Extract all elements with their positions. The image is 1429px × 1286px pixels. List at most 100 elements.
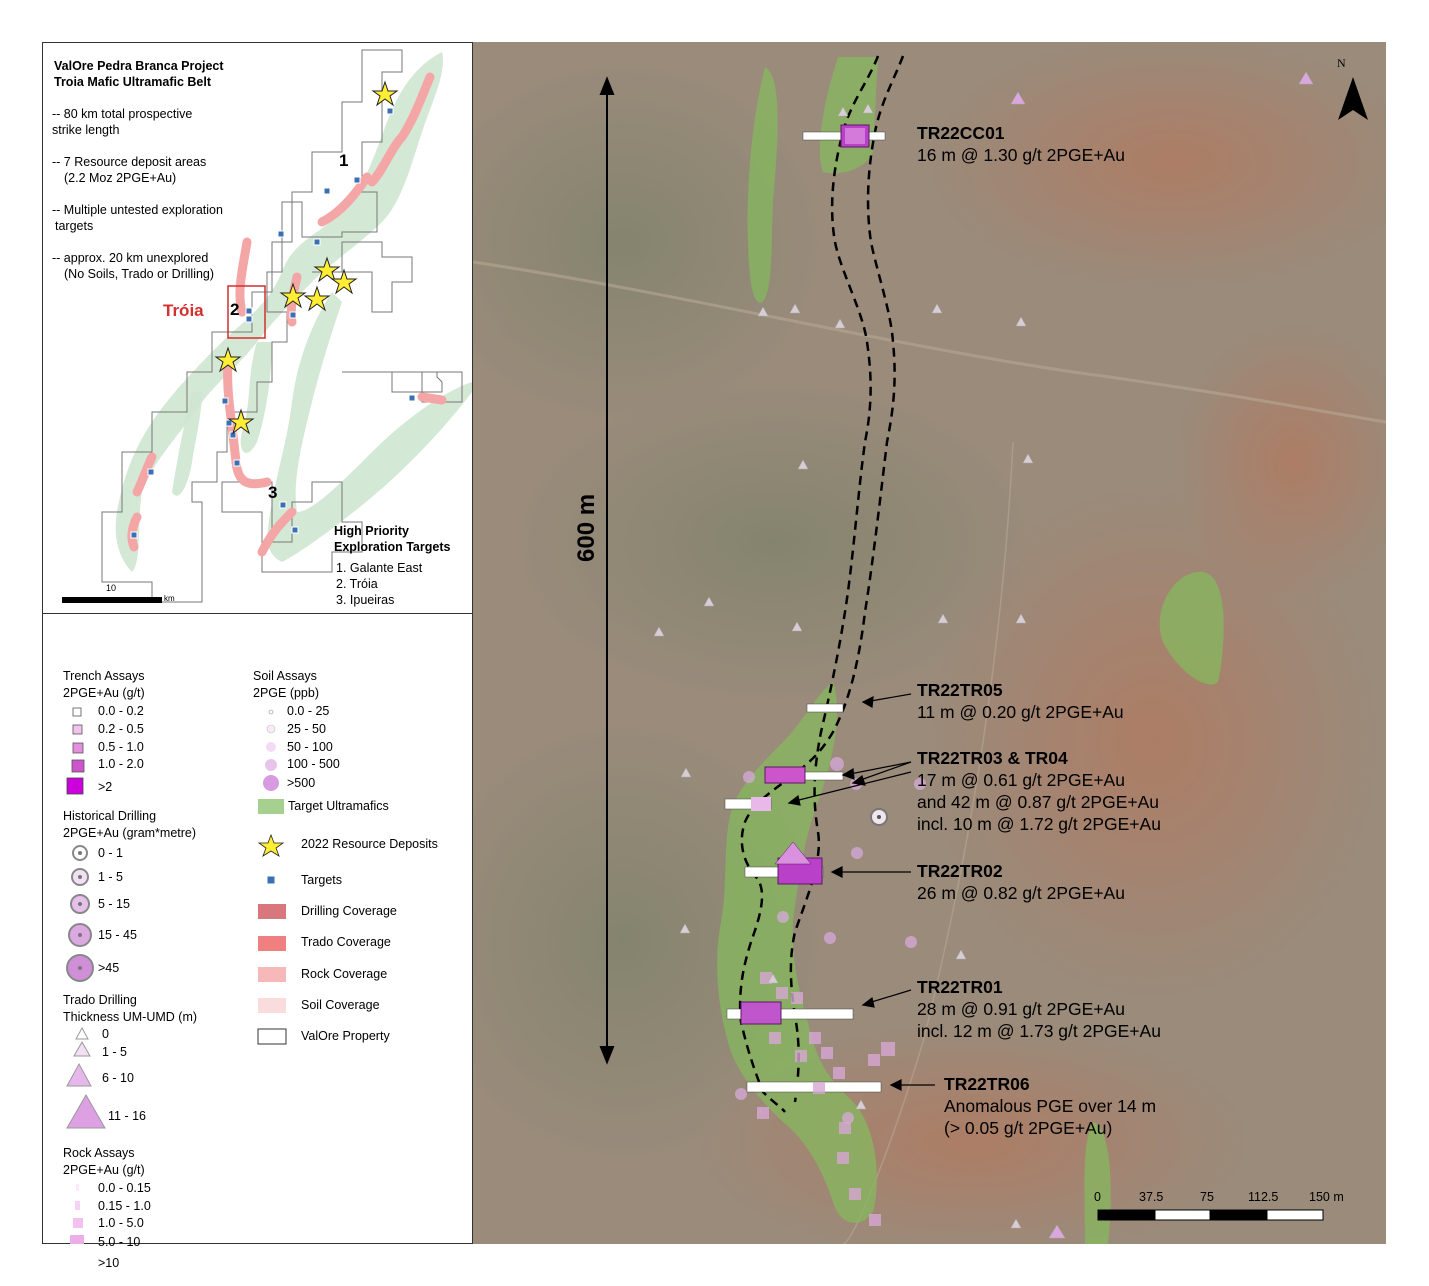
scale-tick: 0: [1094, 1190, 1101, 1204]
trench-label-tr22tr02: TR22TR02 26 m @ 0.82 g/t 2PGE+Au: [917, 861, 1125, 903]
drilling-legend-title: Historical Drilling 2PGE+Au (gram*metre): [63, 809, 197, 840]
trench-legend-title: Trench Assays 2PGE+Au (g/t): [63, 669, 145, 700]
trench-tr22tr04: [724, 797, 772, 811]
coverage-zone: [235, 237, 252, 317]
trench-label-tr22tr03-tr04: TR22TR03 & TR04 17 m @ 0.61 g/t 2PGE+Au …: [917, 748, 1161, 834]
terrain-patch: [473, 62, 823, 422]
coverage-zone: [417, 392, 447, 405]
drilling-legend-item: >45: [98, 961, 120, 975]
inset-bullets: -- 80 km total prospective strike length: [52, 107, 193, 137]
area-number-3: 3: [268, 483, 278, 502]
area-number-1: 1: [339, 151, 349, 170]
property-boundary: [312, 241, 413, 313]
inset-bullets: -- approx. 20 km unexplored (No Soils, T…: [52, 251, 215, 281]
rock-legend-item: >10: [98, 1256, 120, 1270]
rock-legend-item: 5.0 - 10: [98, 1235, 141, 1249]
property-boundary: [101, 49, 403, 603]
drilling-legend-item: 0 - 1: [98, 846, 124, 860]
legend: Trench Assays 2PGE+Au (g/t) 0.0 - 0.2 0.…: [42, 614, 472, 1270]
scale-tick: 75: [1200, 1190, 1214, 1204]
inset-title: ValOre Pedra Branca Project Troia Mafic …: [54, 59, 224, 89]
legend-rock-coverage: Rock Coverage: [301, 967, 388, 981]
trado-legend-title: Trado Drilling Thickness UM-UMD (m): [63, 993, 198, 1024]
priority-title: High Priority Exploration Targets: [334, 524, 451, 554]
rock-legend-item: 0.0 - 0.15: [98, 1181, 151, 1195]
scale-unit: km: [164, 594, 175, 603]
ultramafic-zone: [1159, 571, 1224, 685]
map-graphic: [473, 42, 1386, 1244]
legend-soil-coverage: Soil Coverage: [301, 998, 380, 1012]
trench-label-tr22cc01: TR22CC01 16 m @ 1.30 g/t 2PGE+Au: [917, 123, 1125, 165]
distance-arrow: [599, 76, 615, 1065]
belt-zone: [240, 342, 272, 453]
trado-legend-item: 0: [102, 1027, 109, 1041]
historical-drill-hole: [870, 808, 888, 826]
coverage-zone: [257, 507, 297, 557]
scale-tick: 37.5: [1139, 1190, 1164, 1204]
trench-legend-item: 0.2 - 0.5: [98, 722, 144, 736]
troia-highlight-box: [227, 285, 266, 339]
north-arrow-icon: [1338, 77, 1368, 120]
legend-target-ultramafics: Target Ultramafics: [288, 799, 389, 813]
terrain-patch: [1173, 322, 1386, 602]
soil-legend-item: 25 - 50: [287, 722, 326, 736]
drilling-legend-item: 15 - 45: [98, 928, 137, 942]
legend-drilling-coverage: Drilling Coverage: [301, 904, 397, 918]
soil-legend-item: 100 - 500: [287, 757, 340, 771]
trench-legend-item: 0.0 - 0.2: [98, 704, 144, 718]
left-panel: ValOre Pedra Branca Project Troia Mafic …: [42, 42, 473, 1270]
trado-legend-item: 11 - 16: [108, 1109, 146, 1123]
rock-legend-title: Rock Assays 2PGE+Au (g/t): [63, 1146, 145, 1177]
area-number-2: 2: [230, 300, 240, 319]
inset-map-graphic: [62, 49, 472, 603]
inset-bullets: -- Multiple untested exploration targets: [52, 203, 223, 233]
soil-legend-item: 0.0 - 25: [287, 704, 330, 718]
trado-legend-item: 1 - 5: [102, 1045, 128, 1059]
legend-valore-property: ValOre Property: [301, 1029, 390, 1043]
trado-legend-item: 6 - 10: [102, 1071, 134, 1085]
trench-legend-item: 1.0 - 2.0: [98, 757, 144, 771]
soil-legend-item: >500: [287, 776, 316, 790]
coverage-zone: [286, 272, 302, 327]
coverage-zone: [317, 172, 372, 227]
legend-symbols: [66, 707, 287, 1244]
ultramafic-zone: [747, 67, 778, 303]
resource-deposit-stars: [214, 80, 399, 435]
callout-arrows: [787, 693, 935, 1091]
troia-label: Tróia: [163, 301, 204, 320]
legend-resource-deposits: 2022 Resource Deposits: [301, 837, 438, 851]
drilling-legend-item: 1 - 5: [98, 870, 124, 884]
trench-legend-item: >2: [98, 780, 113, 794]
trench-legend-item: 0.5 - 1.0: [98, 740, 144, 754]
trench-tr22tr02: [744, 841, 824, 885]
rock-legend-item: 0.15 - 1.0: [98, 1199, 151, 1213]
trench-tr22tr03: [764, 766, 844, 784]
terrain-patch: [513, 382, 1033, 702]
rock-legend-item: 1.0 - 5.0: [98, 1216, 144, 1230]
north-label: N: [1337, 56, 1346, 70]
inset-map: ValOre Pedra Branca Project Troia Mafic …: [42, 42, 472, 614]
coverage-zone: [367, 72, 435, 187]
property-boundary: [342, 371, 443, 393]
legend-targets: Targets: [301, 873, 342, 887]
trado-drill-sites: [653, 71, 1314, 1239]
inset-bullets: -- 7 Resource deposit areas (2.2 Moz 2PG…: [52, 155, 207, 185]
track: [473, 260, 1386, 424]
satellite-map: N 600 m TR22CC01 16 m @ 1.30 g/t 2PGE+Au…: [473, 42, 1386, 1244]
priority-list: 1. Galante East 2. Tróia 3. Ipueiras: [336, 561, 423, 607]
rock-assay-samples: [757, 972, 895, 1226]
distance-label: 600 m: [573, 493, 600, 562]
trench-label-tr22tr01: TR22TR01 28 m @ 0.91 g/t 2PGE+Au incl. 1…: [917, 977, 1161, 1041]
trench-tr22tr01: [726, 1001, 854, 1025]
trench-tr22cc01: [802, 124, 886, 148]
coverage-zone: [132, 452, 157, 497]
soil-legend-item: 50 - 100: [287, 740, 333, 754]
property-boundary: [421, 371, 463, 403]
trench-label-tr22tr06: TR22TR06 Anomalous PGE over 14 m (> 0.05…: [944, 1074, 1157, 1138]
legend-trado-coverage: Trado Coverage: [301, 935, 391, 949]
contact-line: [789, 55, 880, 1103]
terrain-patch: [923, 42, 1386, 292]
scale-tick: 112.5: [1248, 1190, 1279, 1204]
scale-tick: 150 m: [1309, 1190, 1344, 1204]
soil-legend-title: Soil Assays 2PGE (ppb): [253, 669, 320, 700]
